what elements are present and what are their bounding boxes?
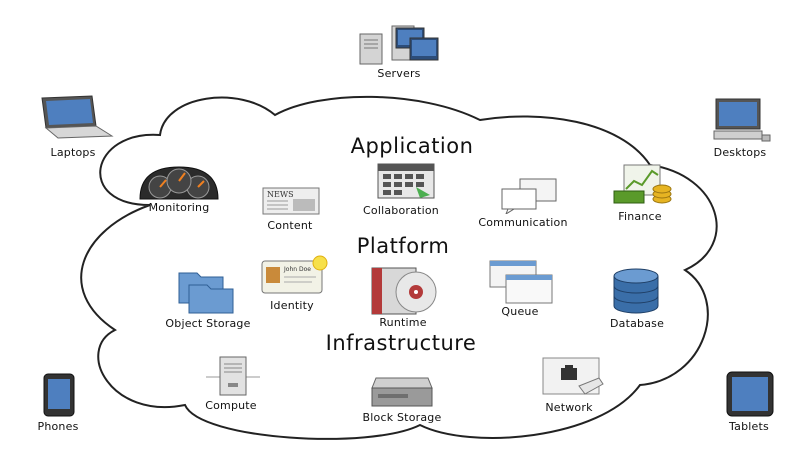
database-label: Database — [609, 317, 665, 330]
phones-label: Phones — [37, 420, 79, 433]
svg-text:John Doe: John Doe — [283, 266, 311, 273]
collaboration-label: Collaboration — [363, 204, 439, 217]
laptops-label: Laptops — [50, 146, 96, 159]
runtime-icon — [370, 266, 440, 320]
finance-icon — [612, 163, 674, 211]
content-label: Content — [267, 219, 313, 232]
communication-chat-icon — [500, 178, 558, 218]
block-storage-label: Block Storage — [362, 411, 442, 424]
layer-title-infrastructure: Infrastructure — [325, 331, 477, 355]
phone-icon — [43, 373, 75, 421]
network-label: Network — [545, 401, 593, 414]
communication-label: Communication — [478, 216, 568, 229]
layer-title-application: Application — [350, 134, 474, 158]
monitoring-icon — [138, 163, 220, 205]
object-storage-label: Object Storage — [165, 317, 251, 330]
queue-windows-icon — [488, 259, 554, 309]
desktop-icon — [710, 97, 772, 147]
tablet-icon — [726, 371, 774, 421]
layer-title-platform: Platform — [356, 234, 450, 258]
laptop-icon — [34, 94, 114, 144]
identity-badge-icon: John Doe — [260, 255, 330, 299]
collaboration-calendar-icon — [376, 161, 436, 203]
compute-server-icon — [204, 355, 262, 401]
identity-label: Identity — [270, 299, 314, 312]
servers-icon — [358, 22, 442, 70]
content-newspaper-icon: NEWS — [262, 187, 320, 219]
monitoring-label: Monitoring — [148, 201, 210, 214]
tablets-label: Tablets — [729, 420, 769, 433]
servers-label: Servers — [377, 67, 421, 80]
network-port-icon — [541, 356, 605, 404]
database-icon — [610, 268, 662, 318]
queue-label: Queue — [501, 305, 539, 318]
svg-text:NEWS: NEWS — [267, 190, 294, 199]
object-storage-folders-icon — [175, 267, 237, 319]
block-storage-drive-icon — [370, 372, 434, 412]
desktops-label: Desktops — [713, 146, 767, 159]
finance-label: Finance — [618, 210, 662, 223]
runtime-label: Runtime — [379, 316, 427, 329]
compute-label: Compute — [205, 399, 257, 412]
